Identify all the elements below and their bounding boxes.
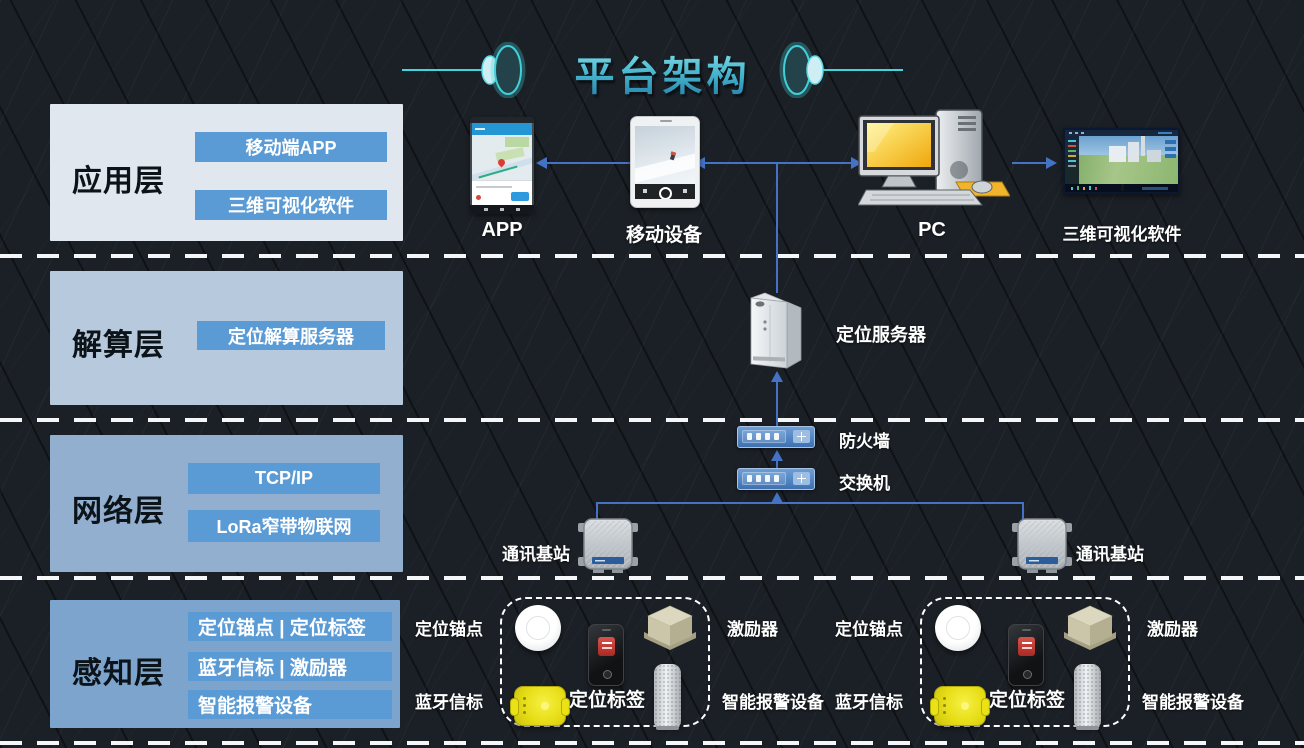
chip-lora: LoRa窄带物联网: [188, 510, 380, 542]
chip-positioning-compute-server: 定位解算服务器: [197, 321, 385, 350]
layer-separator: [0, 576, 1304, 580]
phone-status-bar: [470, 117, 534, 123]
phone-nav-bar: [470, 205, 534, 214]
led-panel: [742, 472, 786, 485]
line-mobile-to-app: [546, 162, 630, 164]
layer-name-application: 应用层: [72, 165, 165, 198]
line-firewall-to-server: [776, 381, 778, 427]
label-tag-right: 定位标签: [988, 690, 1065, 711]
arrow-into-firewall: [771, 450, 783, 461]
camera-ui-bar: [635, 184, 695, 199]
port-icon: [793, 430, 810, 443]
pc-monitor: [858, 115, 940, 188]
app-phone-icon: [470, 117, 534, 214]
label-server: 定位服务器: [836, 325, 926, 345]
line-basestation-branch: [596, 502, 1024, 504]
layer-separator: [0, 418, 1304, 422]
pc-keyboard: [858, 189, 984, 206]
arrow-into-pc: [851, 157, 862, 169]
pc-icon: [858, 109, 1010, 206]
server-icon: [750, 292, 802, 369]
label-alarm-left: 智能报警设备: [722, 693, 824, 712]
arrow-into-viz: [1046, 157, 1057, 169]
layer-panel-network: [50, 435, 403, 572]
arrow-into-server: [771, 371, 783, 382]
alarm-column-icon: [654, 664, 681, 730]
base-station-right-icon: [1012, 518, 1072, 573]
anchor-disc-icon: [935, 605, 981, 651]
line-drop-right-basestation: [1022, 503, 1024, 519]
label-base-station-left: 通讯基站: [502, 545, 570, 564]
beacon-device-icon: [510, 686, 570, 726]
switch-device-icon: [737, 468, 815, 490]
label-exciter-left: 激励器: [727, 620, 778, 639]
sos-button-icon: [1018, 637, 1035, 656]
label-anchor-left: 定位锚点: [415, 620, 483, 639]
title-decor-left-icon: [402, 42, 526, 98]
line-pc-to-viz: [1012, 162, 1047, 164]
exciter-box-icon: [644, 605, 696, 650]
mobile-device-icon: [630, 116, 700, 208]
sensor-group-box-right: [920, 597, 1130, 727]
layer-separator: [0, 741, 1304, 745]
label-mobile-device: 移动设备: [625, 225, 702, 246]
alarm-column-icon: [1074, 664, 1101, 730]
label-viz-software: 三维可视化软件: [1062, 225, 1182, 244]
base-station-left-icon: [578, 518, 638, 573]
label-beacon-right: 蓝牙信标: [835, 693, 903, 712]
layer-name-perception: 感知层: [72, 657, 165, 690]
port-icon: [793, 472, 810, 485]
chip-beacon-exciter: 蓝牙信标 | 激励器: [188, 652, 392, 681]
tag-device-icon: [1008, 624, 1044, 686]
beacon-device-icon: [930, 686, 990, 726]
firewall-device-icon: [737, 426, 815, 448]
label-exciter-right: 激励器: [1147, 620, 1198, 639]
label-anchor-right: 定位锚点: [835, 620, 903, 639]
arrow-into-switch: [771, 492, 783, 503]
layer-name-compute: 解算层: [72, 329, 165, 362]
chip-3d-viz-software: 三维可视化软件: [195, 190, 387, 220]
pc-mouse-icon: [971, 180, 993, 194]
line-hub-to-mobile: [704, 162, 777, 164]
label-firewall: 防火墙: [839, 432, 890, 451]
label-switch: 交换机: [839, 474, 890, 493]
layer-separator: [0, 254, 1304, 258]
line-hub-to-pc: [777, 162, 852, 164]
line-server-to-hub: [776, 163, 778, 293]
chip-tcpip: TCP/IP: [188, 463, 380, 494]
layer-name-network: 网络层: [72, 495, 165, 528]
phone-screen: [635, 126, 695, 199]
pc-tower: [935, 109, 983, 195]
app-map-screen: [472, 135, 532, 205]
app-bottom-card: [472, 180, 532, 205]
label-pc: PC: [918, 219, 946, 241]
chip-smart-alarm: 智能报警设备: [188, 690, 392, 719]
label-beacon-left: 蓝牙信标: [415, 693, 483, 712]
line-switch-to-firewall: [776, 460, 778, 469]
viz-software-screen-icon: [1063, 128, 1180, 194]
app-header: [472, 123, 532, 135]
chip-mobile-app: 移动端APP: [195, 132, 387, 162]
title-decor-right-icon: [779, 42, 903, 98]
label-tag-left: 定位标签: [568, 690, 645, 711]
arrow-into-app: [536, 157, 547, 169]
label-alarm-right: 智能报警设备: [1142, 693, 1244, 712]
label-base-station-right: 通讯基站: [1076, 545, 1144, 564]
sensor-group-box-left: [500, 597, 710, 727]
line-drop-left-basestation: [596, 503, 598, 519]
tag-device-icon: [588, 624, 624, 686]
chip-anchor-tag: 定位锚点 | 定位标签: [188, 612, 392, 641]
exciter-box-icon: [1064, 605, 1116, 650]
anchor-disc-icon: [515, 605, 561, 651]
led-panel: [742, 430, 786, 443]
label-app: APP: [481, 219, 523, 241]
page-title: 平台架构: [540, 44, 785, 102]
sos-button-icon: [598, 637, 615, 656]
chimney: [1141, 134, 1145, 156]
